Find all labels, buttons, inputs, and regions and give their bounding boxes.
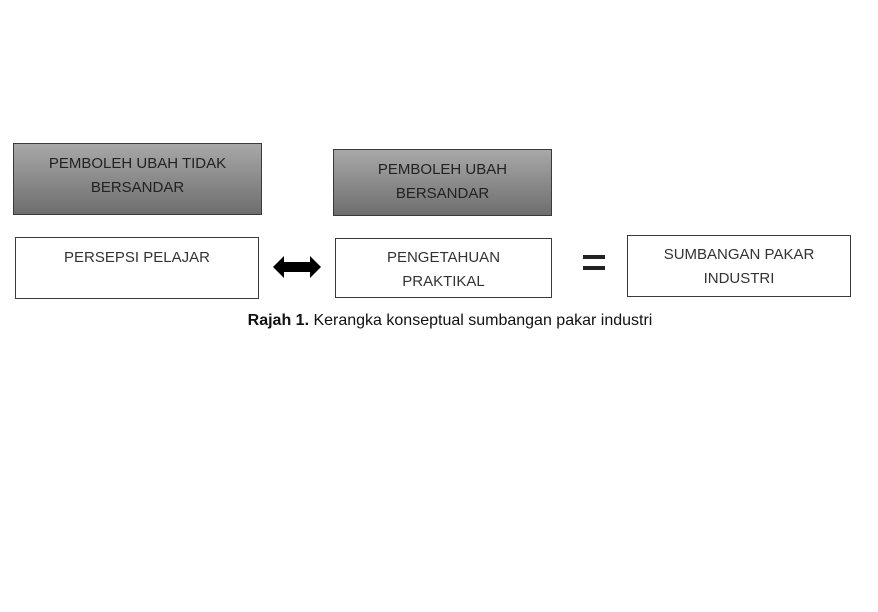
box-line: SUMBANGAN PAKAR [663,246,815,263]
caption-text: Kerangka konseptual sumbangan pakar indu… [309,312,653,329]
dependent-variable-box: PENGETAHUAN PRAKTIKAL [335,238,552,298]
box-line: PERSEPSI PELAJAR [64,249,210,266]
box-line: PENGETAHUAN [386,249,501,266]
equals-icon [583,255,605,270]
dependent-variable-header: PEMBOLEH UBAH BERSANDAR [333,149,552,216]
independent-variable-header: PEMBOLEH UBAH TIDAK BERSANDAR [13,143,262,215]
header-line: PEMBOLEH UBAH [377,161,508,178]
independent-variable-box: PERSEPSI PELAJAR [15,237,259,299]
figure-caption: Rajah 1. Kerangka konseptual sumbangan p… [0,312,878,330]
header-line: BERSANDAR [395,185,490,202]
outcome-box: SUMBANGAN PAKAR INDUSTRI [627,235,851,297]
header-line: BERSANDAR [90,179,185,196]
box-line: INDUSTRI [703,270,775,287]
box-line: PRAKTIKAL [402,273,485,290]
header-line: PEMBOLEH UBAH TIDAK [48,155,227,172]
caption-label: Rajah 1. [247,312,310,329]
double-arrow-icon [273,256,321,278]
